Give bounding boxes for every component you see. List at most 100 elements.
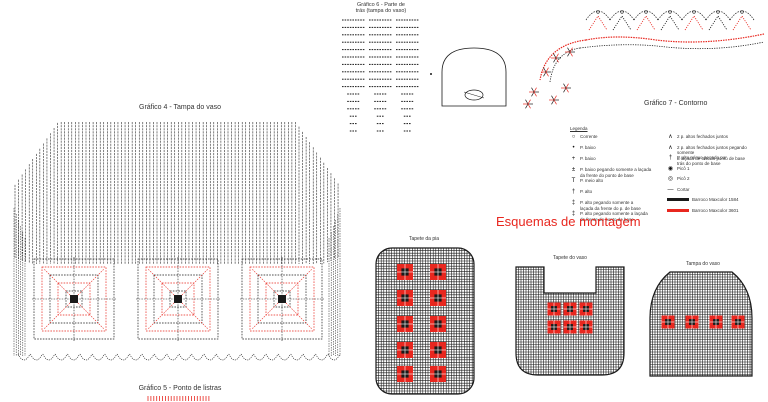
double-crochet-icon: † [571,189,576,195]
border-red-row [585,33,765,43]
flower-petal [565,87,569,93]
flower-petal [543,71,547,77]
legend-item-line-1: Picô 2 [677,176,690,181]
marker-dot [430,73,432,75]
motif-spoke [177,269,208,300]
piece-hatch [376,248,474,394]
legend-item: ◉Picô 1 [667,166,690,172]
legend-item: ∧ 2 p. altos fechados juntos [667,134,728,140]
legend-item: ◎Picô 2 [667,176,690,182]
legend-item-line-1: Cortar [677,186,690,192]
motif-ring [145,266,211,332]
bottom-scallop [92,353,105,361]
motif-ring [257,274,307,324]
flower-petal [527,103,531,109]
flower-petal [533,87,537,93]
scallop-arc [681,10,707,21]
flower-petal [551,95,555,101]
bottom-scallop [253,353,266,361]
bottom-scallop [67,353,80,361]
scallop-fan [684,15,704,31]
legend-item-line-1: 2 p. altos fechados juntos [677,134,729,139]
scallop-fan [612,15,632,31]
flower-petal [551,99,555,105]
color-red-bar-icon [667,208,689,212]
motif-ring [249,266,315,332]
g5-stripe-stitch-chart [147,396,210,401]
seat-hole [464,89,484,101]
flower-petal [567,47,571,53]
legend-item-label: P. meio alto [580,178,603,184]
legend-title: Legenda [570,126,588,131]
motif-ring [241,258,323,340]
bottom-scallop [315,353,328,361]
legend-item-line-1: P. baixo [580,145,596,150]
scallop-arc [609,10,635,21]
bottom-scallop [228,353,242,361]
motif-center [278,295,286,303]
legend-item-label: Barroco Maxcolor 1584 [692,197,739,203]
flower-petal [569,47,573,53]
border-dark-row [579,41,765,50]
legend-item-line-2: a laçada de trás do ponto de base [677,155,746,161]
picot [716,10,720,14]
scallop-arc [633,10,659,21]
half-double-icon: T [571,178,576,184]
picot-1-icon: ◉ [667,165,674,172]
bottom-scallop [166,353,180,361]
bottom-scallop [327,353,341,361]
scallop-fan [708,15,728,31]
seat-hole-line [463,91,485,99]
legend-item: •P. baixo [570,145,596,151]
cut-yarn-icon: — [667,186,674,193]
legend-item-label: P. baixo [580,156,596,162]
legend-item: † P. alto [570,189,592,195]
scallop-fan [636,15,656,31]
flower-petal [543,67,547,73]
g4-lid-chart [13,122,341,361]
scallop-fan [588,15,608,31]
piece-outline [649,271,753,377]
picot [644,10,648,14]
flower-petal [545,67,549,73]
bottom-scallop [141,353,155,361]
motif-spoke [252,298,283,329]
legend-item-line-1: 2 p. altos fechados juntos pegando somen… [677,144,747,156]
single-crochet-icon: + [571,156,576,162]
motif-spoke [148,269,179,300]
flower-petal [525,103,529,109]
motif-center [70,295,78,303]
flower-petal [553,53,557,59]
legend-item-line-1: Barroco Maxcolor 3601 [692,207,739,213]
bottom-scallop [30,353,43,361]
motif-spoke [44,298,75,329]
bottom-scallop [216,353,229,361]
legend-item-line-1: P. alto pegando somente a [580,200,634,205]
legend-item-line-1: Barroco Maxcolor 1584 [692,197,739,202]
legend-item-line-1: Corrente [580,134,598,139]
legend-item-line-2: laçada da frente do p. de base [580,205,641,211]
g6-title: Gráfico 6 - Parte de trás (tampa do vaso… [355,2,407,14]
piece-outline [375,247,475,395]
legend-item-line-1: P. meio alto [580,178,604,183]
motif-spoke [73,269,104,300]
legend-item-line-1: P. alto [580,189,593,194]
flower-petal [525,99,529,105]
legend-item: ∧2 p. altos fechados juntos pegando some… [667,145,765,162]
picot [692,10,696,14]
legend-item-line-1: P. alto relevo pegado por [677,155,727,160]
back-loop-dc-icon: ‡ [571,211,576,217]
seat-outline [441,47,507,107]
piece-outline [515,266,625,376]
g7-border-chart [523,10,765,109]
legend-column-1: ○Corrente•P. baixo+P. baixo±P. baixo peg… [570,134,665,224]
dc2tog-icon: ∧ [668,134,673,140]
motif-ring [33,258,115,340]
flower-petal [565,83,569,89]
bottom-scallop [42,353,56,361]
scallop-fan [732,15,752,31]
corner-dark-row [549,47,581,83]
picot-2-icon: ◎ [667,176,674,182]
